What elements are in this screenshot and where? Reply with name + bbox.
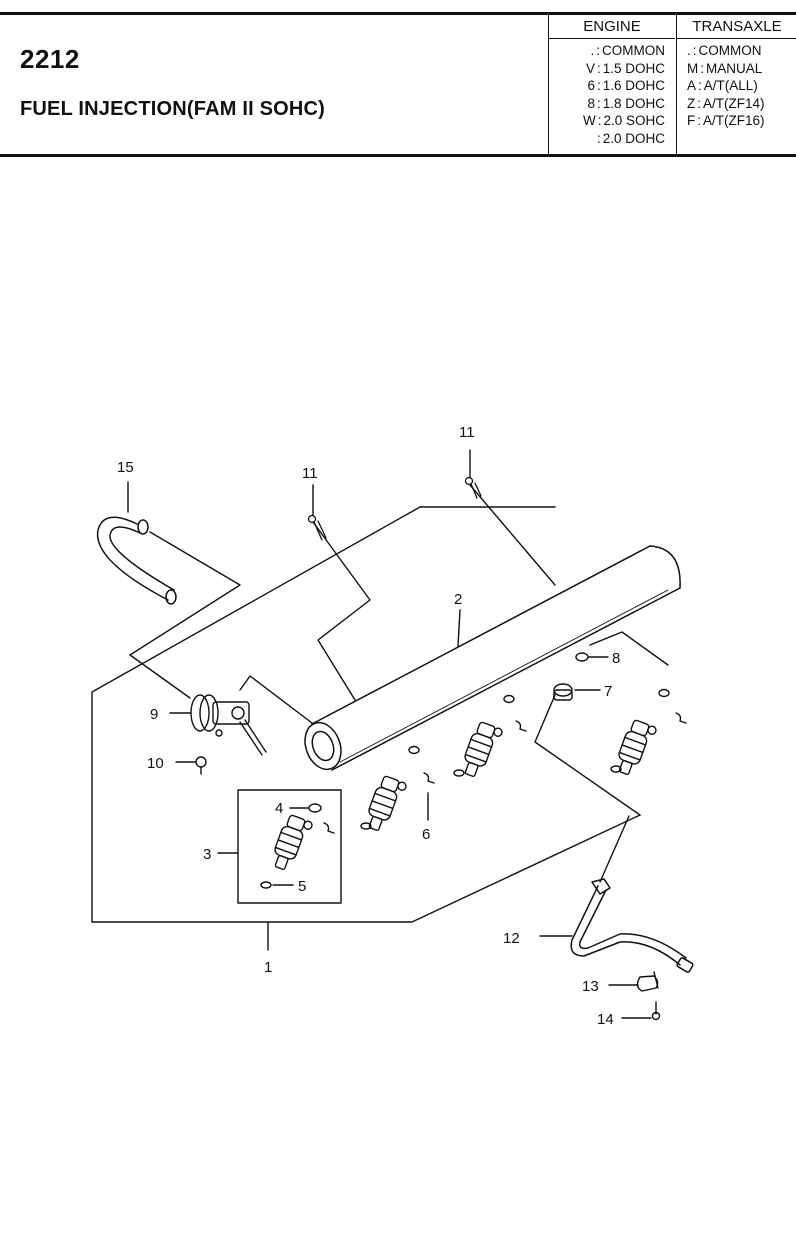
damper-seal <box>575 652 589 662</box>
callout-12: 12 <box>503 930 520 947</box>
callout-13: 13 <box>582 978 599 995</box>
o-ring <box>658 688 670 698</box>
callout-7: 7 <box>604 683 612 700</box>
engine-row: 6:1.6 DOHC <box>587 78 665 94</box>
leader-line <box>457 609 461 647</box>
header-bottom-rule <box>0 154 796 157</box>
pipe-clamp <box>636 971 659 992</box>
engine-row: 8:1.8 DOHC <box>587 95 665 111</box>
o-ring <box>260 881 272 889</box>
exploded-parts-diagram: 1 2 3 4 5 6 7 8 9 10 11 11 12 13 14 15 <box>91 424 694 1028</box>
transaxle-row: .:COMMON <box>687 43 762 58</box>
callout-2: 2 <box>454 591 462 608</box>
fuel-feed-pipe <box>570 878 694 973</box>
transaxle-row: Z:A/T(ZF14) <box>687 95 765 111</box>
engine-row: :2.0 DOHC <box>596 130 665 146</box>
leader-line <box>312 521 371 701</box>
engine-row: V:1.5 DOHC <box>585 60 665 76</box>
callout-14: 14 <box>597 1011 614 1028</box>
leader-line <box>589 631 669 666</box>
callout-4: 4 <box>275 800 283 817</box>
leader-line <box>129 531 241 699</box>
callout-5: 5 <box>298 878 306 895</box>
callout-3: 3 <box>203 846 211 863</box>
callout-15: 15 <box>117 459 134 476</box>
fuel-injector <box>274 814 313 870</box>
leader-line <box>534 694 641 816</box>
callout-1: 1 <box>264 959 272 976</box>
engine-row: .:COMMON <box>590 43 665 58</box>
vacuum-hose <box>96 516 177 605</box>
o-ring <box>308 803 322 813</box>
transaxle-table: TRANSAXLE .:COMMON M:MANUAL A:A/T(ALL) Z… <box>676 15 796 154</box>
leader-line <box>239 675 313 724</box>
o-ring <box>503 694 515 704</box>
injector-subassembly-box <box>237 789 342 904</box>
clamp-screw <box>651 1001 661 1021</box>
callout-10: 10 <box>147 755 164 772</box>
page-header: 2212 FUEL INJECTION(FAM II SOHC) ENGINE … <box>0 0 796 160</box>
callout-8: 8 <box>612 650 620 667</box>
group-code: 2212 <box>20 44 80 74</box>
injector-clip <box>515 720 527 732</box>
engine-row: W:2.0 SOHC <box>582 113 665 129</box>
callout-11-left: 11 <box>302 465 318 482</box>
callout-11-right: 11 <box>459 424 475 441</box>
fuel-injector <box>618 719 657 775</box>
rail-bolt <box>307 514 327 541</box>
injector-clip <box>323 822 335 834</box>
o-ring <box>453 769 465 777</box>
callout-9: 9 <box>150 706 158 723</box>
transaxle-row: M:MANUAL <box>687 60 763 76</box>
transaxle-row: A:A/T(ALL) <box>687 78 758 94</box>
injector-clip <box>675 712 687 724</box>
transaxle-heading: TRANSAXLE <box>677 15 796 39</box>
callout-6: 6 <box>422 826 430 843</box>
fuel-injector <box>368 775 407 831</box>
pressure-regulator <box>190 694 267 756</box>
leader-line <box>599 815 630 883</box>
transaxle-row: F:A/T(ZF16) <box>687 113 765 129</box>
header-top-rule <box>0 12 796 15</box>
engine-table: ENGINE .:COMMON V:1.5 DOHC 6:1.6 DOHC 8:… <box>548 15 675 154</box>
o-ring <box>610 765 622 773</box>
regulator-screw <box>195 756 207 775</box>
fuel-rail <box>304 545 681 771</box>
rail-bolt <box>464 476 482 499</box>
pulse-damper <box>553 683 573 701</box>
injector-clip <box>423 772 435 784</box>
assembly-outline <box>91 506 641 923</box>
leader-line <box>469 484 556 586</box>
o-ring <box>408 745 420 755</box>
o-ring <box>360 822 372 830</box>
page-title: FUEL INJECTION(FAM II SOHC) <box>20 98 326 120</box>
engine-heading: ENGINE <box>549 15 675 39</box>
fuel-injector <box>464 721 503 777</box>
